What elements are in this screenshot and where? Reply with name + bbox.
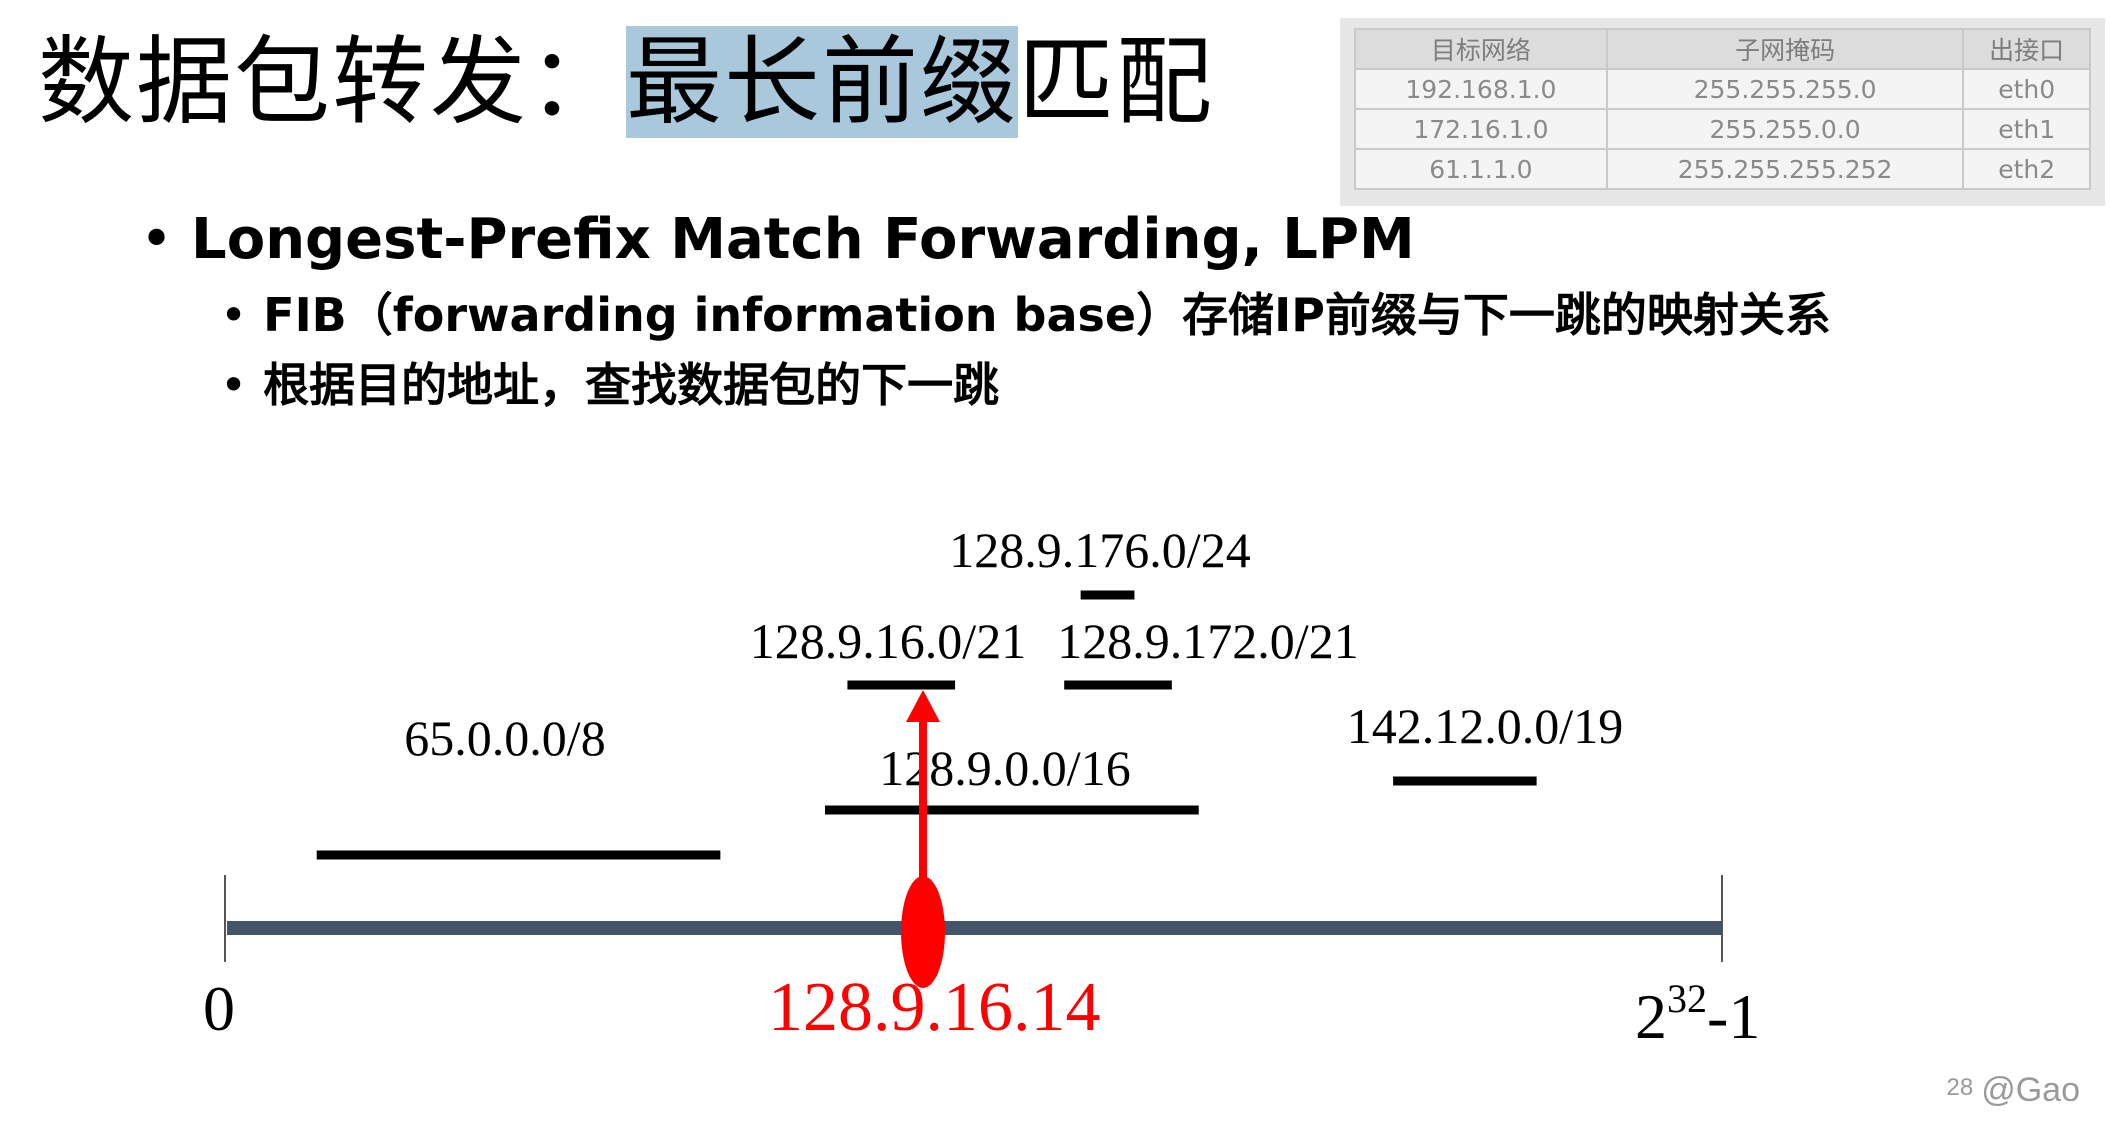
fib-row: 192.168.1.0 255.255.255.0 eth0 xyxy=(1354,68,2091,110)
fib-cell: 255.255.255.252 xyxy=(1605,148,1965,190)
fib-header-dest: 目标网络 xyxy=(1354,28,1608,70)
fib-table: 目标网络 子网掩码 出接口 192.168.1.0 255.255.255.0 … xyxy=(1354,28,2091,190)
bullet-main: • Longest-Prefix Match Forwarding, LPM xyxy=(140,200,1831,280)
prefix-label: 142.12.0.0/19 xyxy=(1347,698,1623,754)
fib-row: 61.1.1.0 255.255.255.252 eth2 xyxy=(1354,148,2091,190)
fib-cell: 255.255.0.0 xyxy=(1605,108,1965,150)
axis-end-suffix: -1 xyxy=(1707,981,1760,1052)
title-highlight: 最长前缀 xyxy=(626,26,1018,138)
bullet-sub-text: 根据目的地址，查找数据包的下一跳 xyxy=(263,358,1000,412)
fib-cell: eth0 xyxy=(1962,68,2091,110)
fib-header-mask: 子网掩码 xyxy=(1605,28,1965,70)
bullet-dot-icon: • xyxy=(220,288,248,342)
bullet-sub: • 根据目的地址，查找数据包的下一跳 xyxy=(220,350,1831,420)
title-part1: 数据包转发： xyxy=(38,26,626,138)
fib-header-row: 目标网络 子网掩码 出接口 xyxy=(1354,28,2091,70)
bullet-list: • Longest-Prefix Match Forwarding, LPM • F… xyxy=(140,200,1831,420)
address-marker xyxy=(901,876,945,988)
title-part2: 匹配 xyxy=(1018,26,1214,138)
axis-end-exp: 32 xyxy=(1667,976,1707,1021)
bullet-dot-icon: • xyxy=(140,207,174,272)
fib-cell: 61.1.1.0 xyxy=(1354,148,1608,190)
fib-cell: 255.255.255.0 xyxy=(1605,68,1965,110)
prefix-label: 128.9.176.0/24 xyxy=(949,522,1250,578)
address-label: 128.9.16.14 xyxy=(768,969,1101,1046)
author-tag: @Gao xyxy=(1981,1071,2080,1109)
fib-table-image: 目标网络 子网掩码 出接口 192.168.1.0 255.255.255.0 … xyxy=(1340,18,2105,206)
fib-cell: eth1 xyxy=(1962,108,2091,150)
axis-end-label: 232-1 xyxy=(1635,976,1760,1052)
fib-cell: 192.168.1.0 xyxy=(1354,68,1608,110)
bullet-sub-text: FIB（forwarding information base）存储IP前缀与下… xyxy=(263,288,1831,342)
bullet-main-text: Longest-Prefix Match Forwarding, LPM xyxy=(191,207,1415,272)
fib-header-iface: 出接口 xyxy=(1962,28,2091,70)
prefix-label: 128.9.16.0/21 xyxy=(750,613,1026,669)
page-number: 28 xyxy=(1946,1073,1974,1101)
page-title: 数据包转发：最长前缀匹配 xyxy=(38,22,1214,142)
fib-cell: eth2 xyxy=(1962,148,2091,190)
bullet-dot-icon: • xyxy=(220,358,248,412)
prefix-ranges: 65.0.0.0/8 128.9.0.0/16 128.9.16.0/21 128.9… xyxy=(316,522,1623,860)
bullet-sub: • FIB（forwarding information base）存储IP前缀与… xyxy=(220,280,1831,350)
fib-row: 172.16.1.0 255.255.0.0 eth1 xyxy=(1354,108,2091,150)
axis-start-label: 0 xyxy=(203,973,235,1044)
fib-cell: 172.16.1.0 xyxy=(1354,108,1608,150)
lookup-arrowhead-icon xyxy=(906,690,940,722)
axis-end-base: 2 xyxy=(1635,981,1667,1052)
prefix-label: 65.0.0.0/8 xyxy=(404,710,605,766)
prefix-label: 128.9.172.0/21 xyxy=(1057,613,1358,669)
footer: 28@Gao xyxy=(1947,1071,2080,1110)
prefix-label: 128.9.0.0/16 xyxy=(879,740,1130,796)
